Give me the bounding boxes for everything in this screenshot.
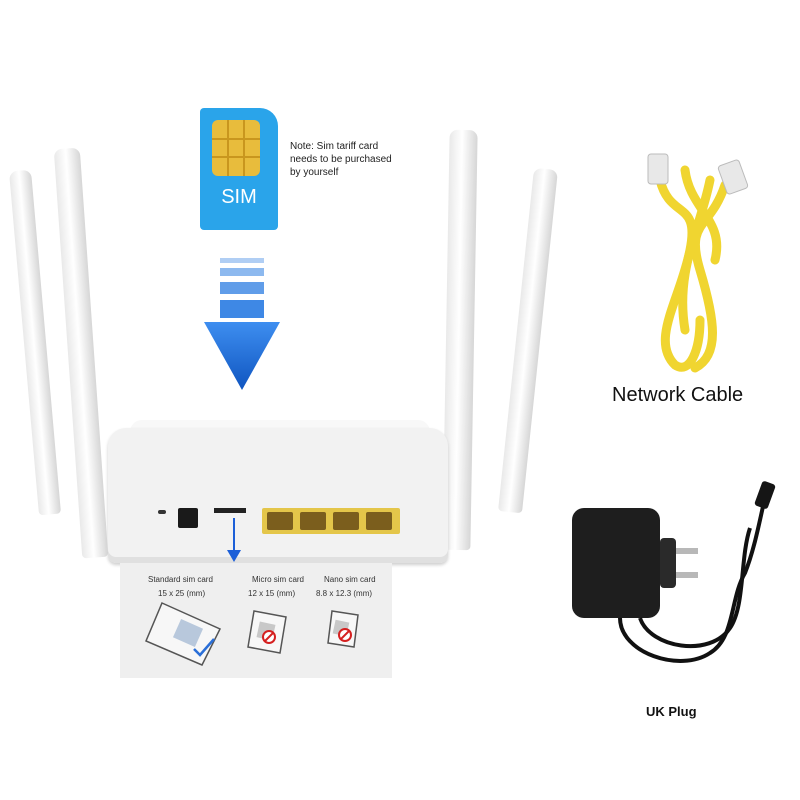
- network-cable-label: Network Cable: [612, 384, 744, 406]
- uk-plug-label: UK Plug: [646, 704, 697, 719]
- lan-port: [366, 512, 392, 530]
- nano-sim-title: Nano sim card: [324, 575, 376, 584]
- lan-ports: [262, 508, 400, 534]
- standard-sim-title: Standard sim card: [148, 575, 213, 584]
- sim-label: SIM: [221, 186, 257, 208]
- network-cable-image: [647, 153, 749, 373]
- standard-sim-dims: 15 x 25 (mm): [158, 589, 206, 598]
- micro-sim-title: Micro sim card: [252, 575, 305, 584]
- standard-sim-icon: [145, 602, 222, 666]
- lan-port: [300, 512, 326, 530]
- nano-sim-dims: 8.8 x 12.3 (mm): [316, 589, 373, 598]
- sim-note: Note: Sim tariff card needs to be purcha…: [290, 141, 392, 178]
- sim-slot: [214, 508, 246, 513]
- sim-card-image: SIM: [200, 108, 278, 230]
- micro-sim-icon: [247, 610, 287, 654]
- sim-size-panel: Standard sim card 15 x 25 (mm) Micro sim…: [120, 563, 392, 678]
- antenna-left-inner: [53, 147, 109, 559]
- lan-port: [333, 512, 359, 530]
- micro-sim-dims: 12 x 15 (mm): [248, 589, 296, 598]
- router-body: [108, 428, 448, 563]
- power-adapter-image: [572, 481, 776, 663]
- slot-arrow-icon: [227, 518, 241, 562]
- power-jack: [178, 508, 198, 528]
- nano-sim-icon: [327, 610, 359, 648]
- reset-button: [158, 510, 166, 514]
- antenna-right-outer: [498, 167, 558, 514]
- antenna-left-outer: [9, 169, 61, 516]
- sim-chip-icon: [212, 120, 260, 176]
- lan-port: [267, 512, 293, 530]
